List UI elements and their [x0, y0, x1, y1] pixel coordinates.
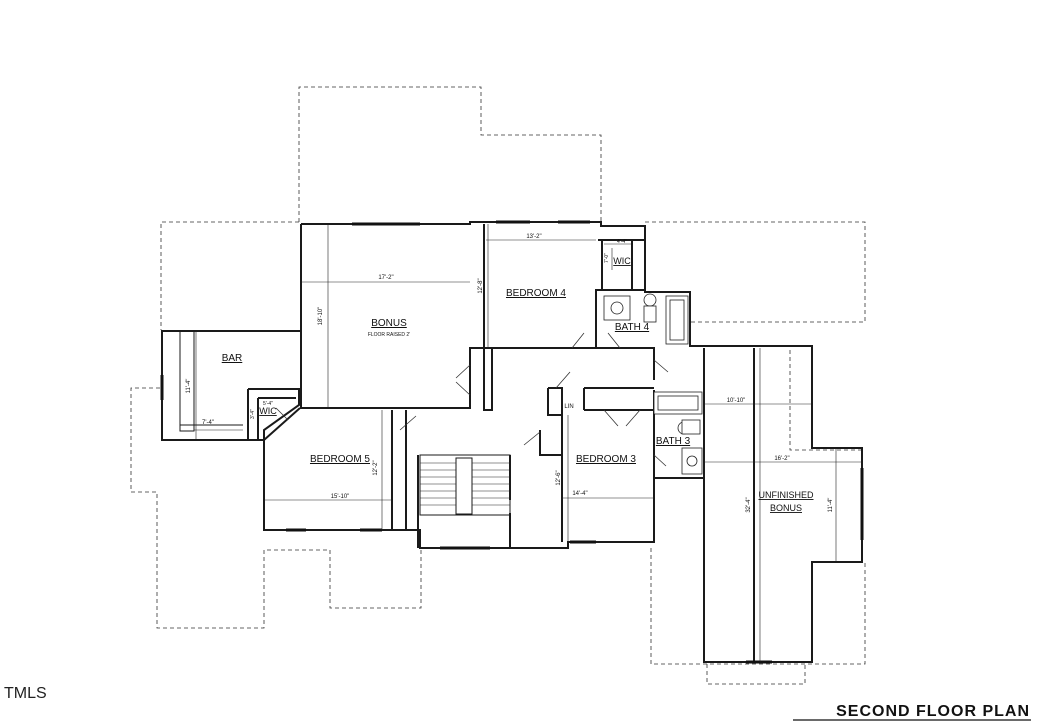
dim-bedroom-5-width: 15'-10" — [331, 494, 350, 500]
room-label-bonus: BONUS — [371, 318, 407, 329]
room-label-bath-3: BATH 3 — [656, 436, 691, 447]
bath-fixtures — [603, 293, 703, 475]
dim-bonus-height: 18'-10" — [318, 307, 324, 326]
bar-counter — [179, 330, 243, 432]
dim-bedroom-3-width: 14'-4" — [572, 491, 587, 497]
dim-unfinished-height-side: 11'-4" — [828, 498, 834, 513]
dim-wic-right-height: 7'-0" — [604, 253, 610, 263]
dim-bar-height: 11'-4" — [186, 379, 192, 394]
plan-title: SECOND FLOOR PLAN — [836, 703, 1030, 720]
room-label-wic-left: WIC — [259, 406, 277, 416]
room-label-unfinished-bonus: BONUS — [770, 503, 802, 513]
room-label-bar: BAR — [222, 353, 243, 364]
room-label-linen: LIN — [564, 404, 573, 410]
dim-unfinished-width-lower: 16'-2" — [774, 456, 789, 462]
room-label-unfinished: UNFINISHED — [758, 490, 814, 500]
dim-bonus-width: 17'-2" — [378, 275, 393, 281]
windows — [160, 220, 864, 664]
stairs — [419, 454, 511, 516]
dim-unfinished-width-upper: 10'-10" — [727, 398, 746, 404]
room-label-wic-right: WIC — [613, 256, 631, 266]
interior-walls — [247, 224, 755, 662]
dim-bedroom-4-height: 12'-8" — [478, 278, 484, 293]
room-label-bath-4: BATH 4 — [615, 322, 650, 333]
room-note-bonus: FLOOR RAISED 2' — [368, 332, 410, 338]
dim-wic-right-width: 4'-4" — [617, 239, 627, 245]
dim-bedroom-4-width: 13'-2" — [526, 234, 541, 240]
dim-unfinished-height-main: 32'-4" — [746, 497, 752, 512]
dim-wic-left-width: 5'-4" — [263, 401, 273, 407]
dimension-lines — [194, 224, 862, 662]
room-label-bedroom-5: BEDROOM 5 — [310, 454, 370, 465]
room-label-bedroom-3: BEDROOM 3 — [576, 454, 636, 465]
room-label-bedroom-4: BEDROOM 4 — [506, 288, 566, 299]
dim-bar-width: 7'-4" — [202, 420, 214, 426]
dim-wic-left-height: 3'-4" — [250, 409, 256, 419]
roof-outline — [130, 86, 866, 685]
dim-bedroom-3-height: 12'-6" — [556, 470, 562, 485]
mls-watermark: TMLS — [4, 685, 47, 702]
doors — [275, 332, 669, 467]
dim-bedroom-5-height: 12'-2" — [373, 460, 379, 475]
